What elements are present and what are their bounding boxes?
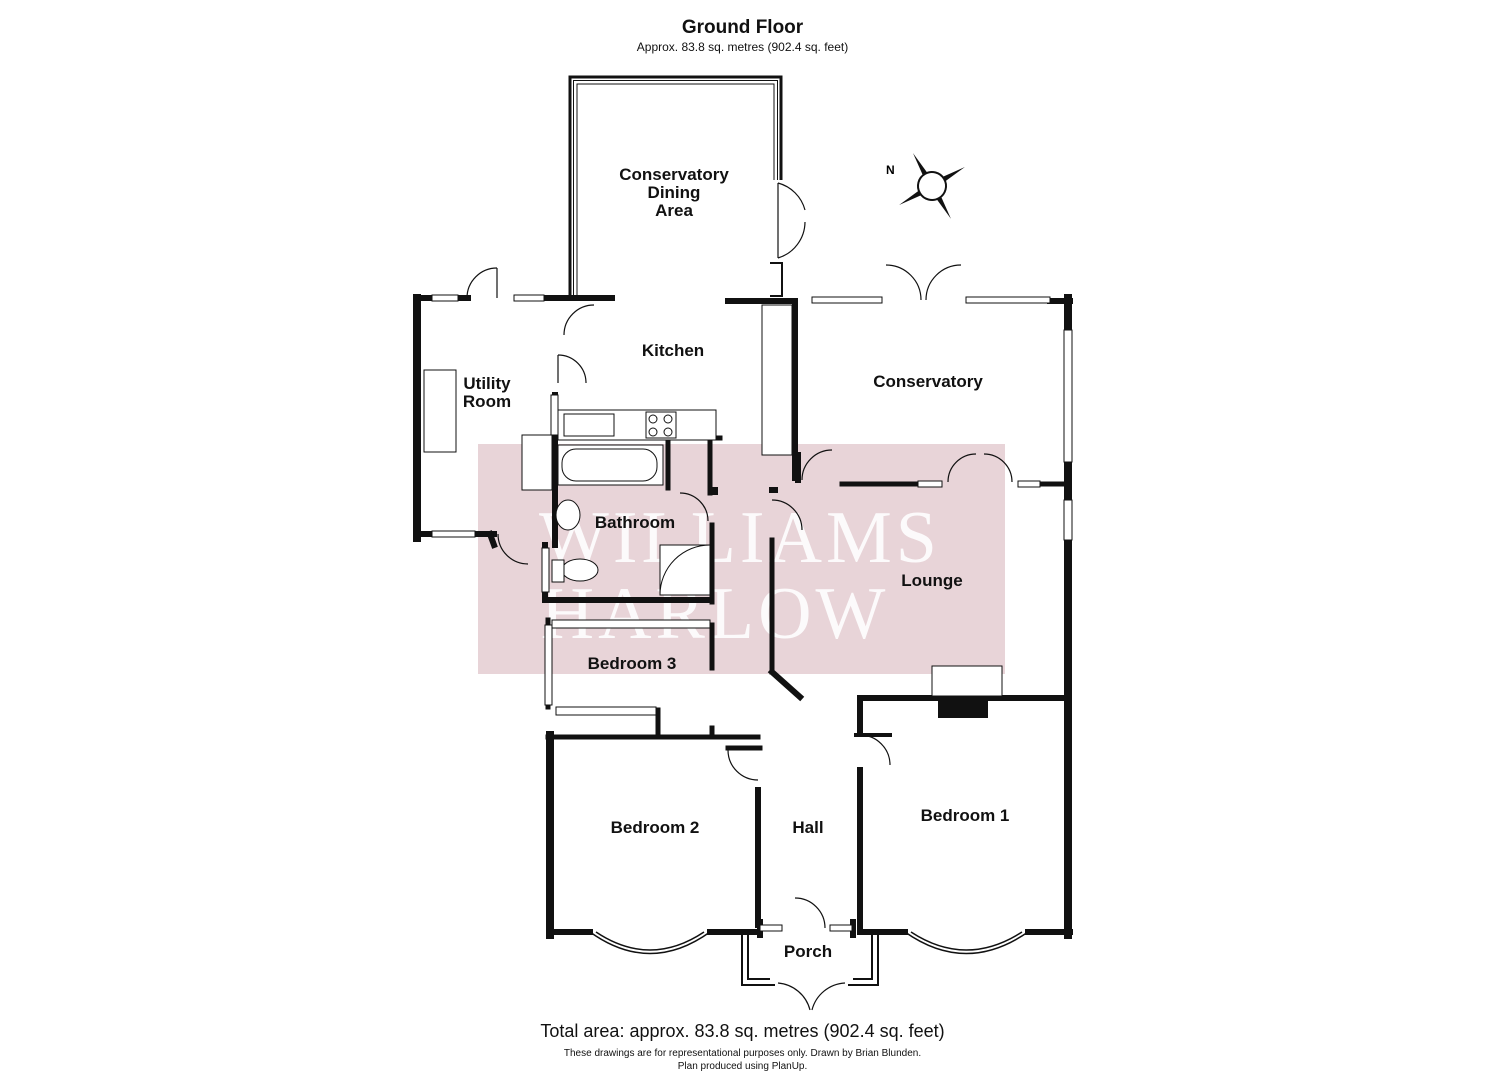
watermark-line2: HARLOW: [541, 573, 890, 655]
room-label-porch: Porch: [784, 942, 832, 961]
interior-doors: [466, 264, 1013, 781]
kitchen-sink: [563, 413, 615, 437]
room-label-bedroom2: Bedroom 2: [611, 818, 700, 837]
room-label-hall: Hall: [792, 818, 823, 837]
room-label-utility-1: Utility: [463, 374, 511, 393]
fireplace: [931, 665, 1003, 718]
porch-doors: [777, 897, 846, 1011]
total-area: Total area: approx. 83.8 sq. metres (902…: [540, 1021, 945, 1041]
room-label-conservatory: Conservatory: [873, 372, 983, 391]
room-label-conservatory-dining-2: Dining: [648, 183, 701, 202]
compass-north-label: N: [886, 163, 895, 177]
compass-icon: [899, 153, 965, 219]
porch-structure: [741, 932, 879, 986]
disclaimer: These drawings are for representational …: [563, 1048, 922, 1059]
watermark-line1: WILLIAMS: [539, 497, 941, 579]
windows: [431, 294, 1073, 932]
toilet: [561, 558, 599, 582]
door-dining-french: [777, 182, 806, 259]
plan-title: Ground Floor: [681, 17, 804, 38]
wardrobe-bedroom3: [551, 619, 711, 629]
room-label-lounge: Lounge: [901, 571, 962, 590]
room-label-bathroom: Bathroom: [595, 513, 675, 532]
kitchen-wall-panel: [761, 304, 793, 456]
room-label-kitchen: Kitchen: [642, 341, 704, 360]
utility-worktop: [423, 369, 457, 453]
room-label-conservatory-dining-3: Area: [655, 201, 693, 220]
bay-windows: [589, 931, 1029, 955]
produced-by: Plan produced using PlanUp.: [677, 1061, 808, 1072]
room-label-utility-2: Room: [463, 392, 511, 411]
room-label-bedroom1: Bedroom 1: [921, 806, 1010, 825]
conservatory-dining-walls: [568, 75, 783, 298]
fixtures: [423, 304, 793, 716]
room-label-conservatory-dining-1: Conservatory: [619, 165, 729, 184]
room-label-bedroom3: Bedroom 3: [588, 654, 677, 673]
utility-sink: [521, 434, 553, 491]
basin: [555, 499, 581, 531]
wardrobe-bedroom2: [555, 706, 657, 716]
plan-subtitle: Approx. 83.8 sq. metres (902.4 sq. feet): [636, 40, 849, 54]
